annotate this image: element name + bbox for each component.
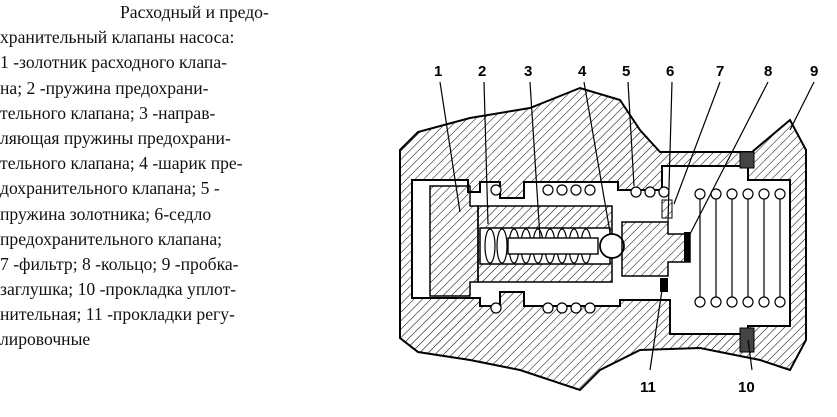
caption-line: лировочные [0, 329, 91, 350]
adjusting-shims [660, 278, 668, 292]
spool-spring [490, 184, 670, 314]
ring [684, 232, 690, 262]
callout-6: 6 [666, 63, 674, 80]
callout-numbers: 1 2 3 4 5 6 7 8 9 10 11 [434, 63, 818, 396]
caption-line: нительная; 11 -прокладки регу- [0, 304, 235, 325]
callout-8: 8 [764, 63, 772, 80]
caption-line: пружина золотника; 6-седло [0, 203, 212, 224]
callout-11: 11 [640, 379, 656, 396]
valve-drawing: 1 2 3 4 5 6 7 8 9 10 11 [376, 0, 837, 412]
caption-line: на; 2 -пружина предохрани- [0, 77, 209, 98]
caption-line: предохранительного клапана; [0, 228, 223, 249]
spring-guide [507, 237, 599, 255]
caption-line: тельного клапана; 3 -направ- [0, 102, 216, 123]
caption-line: ляющая пружины предохрани- [0, 127, 231, 148]
leader-lines [439, 81, 815, 371]
sealing-gasket [739, 151, 755, 169]
filter [661, 199, 673, 219]
figure-caption: Расходный и предо- хранительный клапаны … [0, 0, 376, 412]
sealing-gasket [739, 327, 755, 353]
caption-line: 1 -золотник расходного клапа- [0, 52, 227, 73]
caption-line: Расходный и предо- [120, 2, 269, 22]
callout-3: 3 [524, 63, 532, 80]
callout-9: 9 [810, 63, 818, 80]
relief-ball [599, 233, 625, 259]
caption-line: дохранительного клапана; 5 - [0, 178, 220, 199]
spool-valve [429, 185, 613, 297]
callout-7: 7 [716, 63, 724, 80]
caption-line: хранительный клапаны насоса: [0, 27, 235, 48]
caption-line: заглушка; 10 -прокладка уплот- [0, 279, 237, 300]
caption-line: 7 -фильтр; 8 -кольцо; 9 -пробка- [0, 253, 239, 274]
callout-10: 10 [738, 379, 755, 396]
callout-4: 4 [578, 63, 587, 80]
callout-2: 2 [478, 63, 486, 80]
callout-1: 1 [434, 63, 442, 80]
caption-line: тельного клапана; 4 -шарик пре- [0, 153, 243, 174]
callout-5: 5 [622, 63, 630, 80]
